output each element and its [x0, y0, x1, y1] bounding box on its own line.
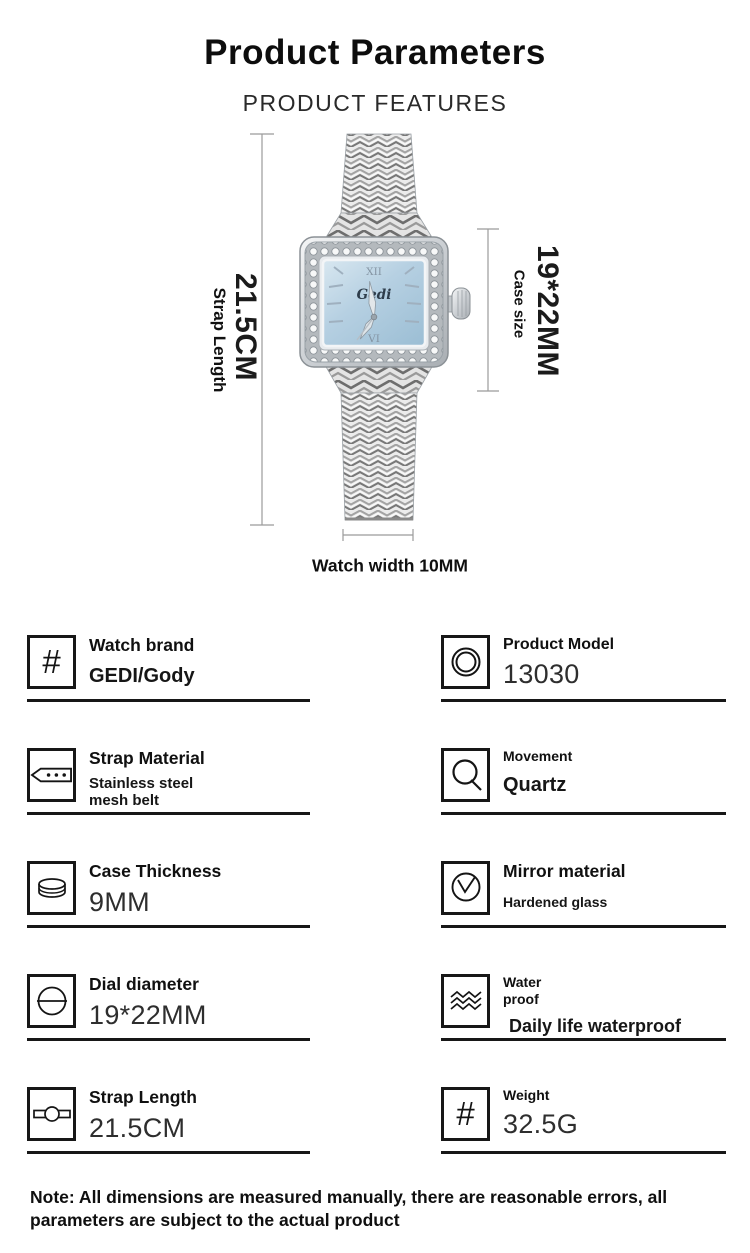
divider	[441, 699, 726, 702]
mesh-strap-top	[324, 133, 434, 240]
dial-tick-marks	[326, 266, 422, 323]
spec-title: Dial diameter	[89, 974, 199, 994]
divider	[441, 1151, 726, 1154]
divider	[27, 925, 310, 928]
spec-movement: Movement Quartz	[441, 746, 726, 859]
divider	[27, 812, 310, 815]
spec-water-proof: Water proof Daily life waterproof	[441, 972, 726, 1085]
spec-weight: # Weight 32.5G	[441, 1085, 726, 1198]
hash-icon: #	[27, 635, 76, 689]
spec-dial-diameter: Dial diameter 19*22MM	[27, 972, 310, 1085]
mesh-strap-bottom	[324, 364, 434, 521]
spec-title: Case Thickness	[89, 861, 222, 881]
page-subtitle: PRODUCT FEATURES	[242, 90, 508, 116]
spec-strap-material: Strap Material Stainless steel mesh belt	[27, 746, 310, 859]
dial-brand-logo: Gedi	[357, 287, 392, 303]
spec-value: 19*22MM	[89, 1000, 207, 1030]
letter-q-icon	[441, 748, 490, 802]
spec-title: Watch brand	[89, 635, 195, 655]
clock-icon	[441, 861, 490, 915]
spec-title: Strap Material	[89, 748, 205, 768]
spec-product-model: Product Model 13030	[441, 633, 726, 746]
dial-numeral-vi: VI	[367, 333, 380, 345]
spec-case-thickness: Case Thickness 9MM	[27, 859, 310, 972]
measurement-lines	[250, 133, 499, 541]
waves-icon	[441, 974, 490, 1028]
case-size-measurement: 19*22MM	[531, 245, 564, 377]
band-buckle-icon	[27, 1087, 76, 1141]
divider	[441, 812, 726, 815]
spec-value: 13030	[503, 659, 580, 690]
spec-value: 32.5G	[503, 1108, 579, 1139]
divider	[27, 1038, 310, 1041]
watch-hands	[356, 281, 378, 341]
spec-title: Strap Length	[89, 1087, 197, 1107]
spec-strap-length: Strap Length 21.5CM	[27, 1085, 310, 1198]
spec-value: 21.5CM	[89, 1113, 186, 1143]
spec-value: Quartz	[503, 773, 567, 796]
spec-value: GEDI/Gody	[89, 665, 195, 687]
lens-icon	[27, 861, 76, 915]
hash-icon: #	[441, 1087, 490, 1141]
spec-value: 9MM	[89, 887, 150, 917]
dial-numeral-xii: XII	[366, 266, 382, 278]
page-title: Product Parameters	[204, 33, 546, 72]
disclaimer-note: Note: All dimensions are measured manual…	[30, 1187, 668, 1231]
belt-icon	[27, 748, 76, 802]
divider	[27, 699, 310, 702]
spec-title: Water proof	[503, 974, 542, 1007]
circle-line-icon	[27, 974, 76, 1028]
strap-length-caption: Strap Length	[210, 287, 229, 393]
strap-length-measurement: 21.5CM	[229, 272, 262, 382]
divider	[27, 1151, 310, 1154]
watch-figure: XII VI Gedi	[0, 125, 750, 585]
spec-title: Weight	[503, 1087, 550, 1103]
divider	[441, 925, 726, 928]
spec-value: Stainless steel mesh belt	[89, 775, 194, 810]
spec-watch-brand: # Watch brand GEDI/Gody	[27, 633, 310, 746]
divider	[441, 1038, 726, 1041]
spec-title: Mirror material	[503, 861, 626, 881]
case-size-caption: Case size	[510, 269, 528, 339]
watch-dial: XII VI Gedi	[326, 266, 422, 345]
watch-illustration: XII VI Gedi	[250, 133, 499, 541]
spec-grid: # Watch brand GEDI/Gody Product	[27, 633, 726, 1198]
spec-value: Daily life waterproof	[509, 1015, 682, 1036]
spec-title: Product Model	[503, 636, 615, 653]
watch-width-caption: Watch width 10MM	[312, 555, 468, 576]
spec-value: Hardened glass	[503, 894, 608, 910]
spec-title: Movement	[503, 748, 573, 764]
crown	[445, 287, 471, 320]
spec-mirror-material: Mirror material Hardened glass	[441, 859, 726, 972]
double-circle-icon	[441, 635, 490, 689]
